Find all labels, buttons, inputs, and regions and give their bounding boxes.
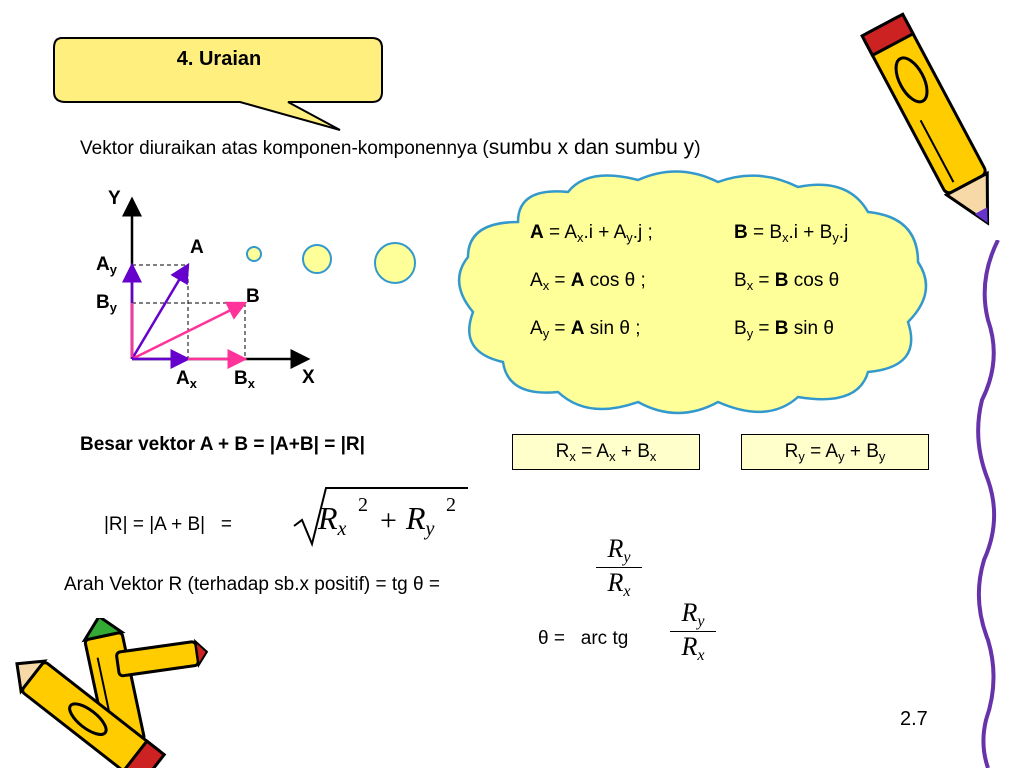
intro-text: Vektor diuraikan atas komponen-komponenn…	[80, 136, 701, 160]
intro-part-a: Vektor diuraikan atas komponen-komponenn…	[80, 138, 489, 159]
cloud-row-3-b: By = B sin θ	[734, 318, 834, 341]
intro-part-b: sumbu x dan sumbu y	[488, 136, 695, 159]
besar-heading: Besar vektor A + B = |A+B| = |R|	[80, 434, 365, 455]
direction-text: Arah Vektor R (terhadap sb.x positif) = …	[64, 574, 440, 595]
cloud-row-2: Ax = A cos θ ;	[530, 270, 646, 293]
direction-fraction: Ry Rx	[596, 534, 642, 601]
cloud-row-1: A = Ax.i + Ay.j ;	[530, 222, 653, 245]
sqrt-sign	[293, 487, 468, 548]
x-axis-label: X	[302, 367, 315, 388]
cloud-row-2-b: Bx = B cos θ	[734, 270, 840, 293]
rx-box: Rx = Ax + Bx	[512, 434, 700, 470]
intro-part-c: )	[694, 138, 701, 159]
wavy-border	[976, 240, 1000, 768]
magnitude-ry: Ry	[406, 500, 435, 540]
magnitude-plus: +	[380, 504, 397, 537]
vector-diagram	[122, 196, 311, 369]
cloud-icon	[457, 170, 928, 415]
ry-box: Ry = Ay + By	[741, 434, 929, 470]
ay-label: Ay	[96, 254, 117, 277]
callout-title: 4. Uraian	[176, 48, 262, 70]
callout-shape	[53, 37, 383, 131]
by-label: By	[96, 292, 117, 315]
magnitude-lhs: |R| = |A + B| =	[104, 514, 232, 535]
cloud-row-3: Ay = A sin θ ;	[530, 318, 641, 341]
thought-bubbles	[246, 242, 416, 284]
magnitude-exp2: 2	[446, 494, 456, 516]
vector-b-label: B	[246, 286, 260, 307]
bx-label: Bx	[234, 368, 255, 391]
cloud-row-1-b: B = Bx.i + By.j	[734, 222, 849, 245]
crayon-icon	[15, 618, 209, 768]
vector-b-arrow	[131, 301, 248, 361]
magnitude-exp1: 2	[358, 494, 368, 516]
vector-a-arrow	[130, 262, 190, 360]
y-axis-label: Y	[108, 188, 121, 209]
theta-lhs: θ = arc tg	[538, 628, 629, 649]
vector-a-label: A	[190, 237, 204, 258]
ax-label: Ax	[176, 368, 197, 391]
pencil-icon	[860, 12, 990, 226]
magnitude-rx: Rx	[318, 500, 347, 540]
slide-number: 2.7	[900, 708, 928, 730]
theta-fraction: Ry Rx	[670, 598, 716, 665]
